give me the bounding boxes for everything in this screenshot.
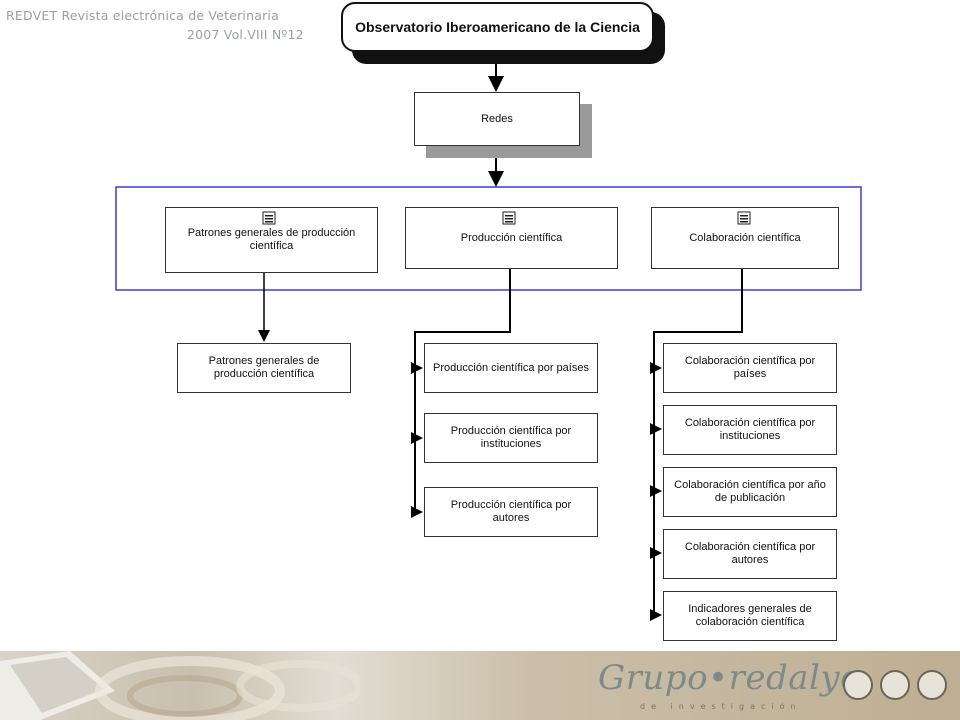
category-produccion: Producción científica [405, 207, 618, 269]
colaboracion-child: Indicadores generales de colaboración ci… [663, 591, 837, 641]
document-icon [737, 211, 751, 225]
colaboracion-child: Colaboración científica por países [663, 343, 837, 393]
patrones-child: Patrones generales de producción científ… [177, 343, 351, 393]
child-label: Patrones generales de producción científ… [208, 355, 320, 380]
produccion-child: Producción científica por autores [424, 487, 598, 537]
category-label: Colaboración científica [689, 231, 801, 244]
colaboracion-child: Colaboración científica por institucione… [663, 405, 837, 455]
journal-issue: 2007 Vol.VIII Nº12 [187, 27, 304, 42]
decorative-graphic [0, 651, 360, 720]
child-label: Producción científica por autores [450, 499, 572, 524]
category-patrones: Patrones generales de producción científ… [165, 207, 378, 273]
seal-icon [843, 670, 873, 700]
child-label: Colaboración científica por año de publi… [674, 479, 826, 504]
root-label: Observatorio Iberoamericano de la Cienci… [355, 18, 640, 35]
document-icon [262, 211, 276, 225]
category-label: Patrones generales de producción científ… [187, 227, 356, 252]
child-label: Colaboración científica por institucione… [684, 417, 816, 442]
category-colaboracion: Colaboración científica [651, 207, 839, 269]
colaboracion-child: Colaboración científica por año de publi… [663, 467, 837, 517]
document-icon [502, 211, 516, 225]
produccion-child: Producción científica por instituciones [424, 413, 598, 463]
child-label: Indicadores generales de colaboración ci… [688, 603, 812, 628]
child-label: Producción científica por países [433, 361, 589, 374]
produccion-child: Producción científica por países [424, 343, 598, 393]
colaboracion-child: Colaboración científica por autores [663, 529, 837, 579]
seal-icon [917, 670, 947, 700]
redes-node: Redes [414, 92, 580, 146]
category-label: Producción científica [460, 231, 563, 244]
redes-label: Redes [481, 112, 513, 125]
journal-title: REDVET Revista electrónica de Veterinari… [6, 8, 279, 23]
child-label: Producción científica por instituciones [450, 425, 572, 450]
footer-banner [0, 651, 960, 720]
redalyc-logo: Grupo•redalyc [598, 658, 860, 698]
category-frame [115, 186, 862, 291]
child-label: Colaboración científica por países [684, 355, 816, 380]
child-label: Colaboración científica por autores [684, 541, 816, 566]
redalyc-logo-subtitle: de investigación [640, 702, 802, 711]
seal-icon [880, 670, 910, 700]
root-node: Observatorio Iberoamericano de la Cienci… [341, 2, 654, 52]
